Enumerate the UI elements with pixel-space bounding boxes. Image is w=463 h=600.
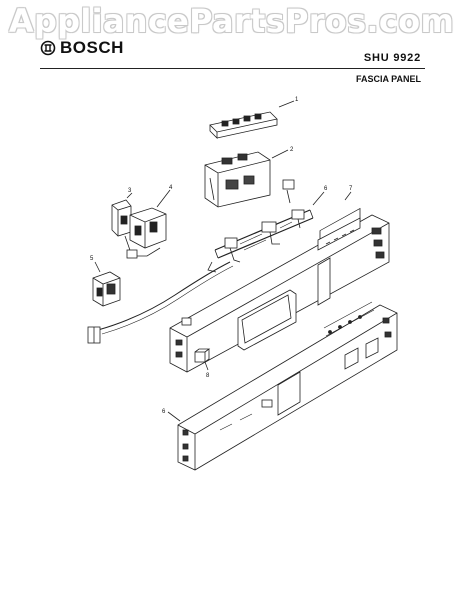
callout-5: 5	[90, 256, 94, 262]
callout-6: 6	[324, 186, 328, 192]
part-1-switch-cover	[209, 111, 278, 139]
part-4-switch-assembly	[124, 207, 167, 259]
callout-1: 1	[295, 97, 299, 103]
callout-4: 4	[169, 185, 173, 191]
callout-8: 8	[206, 373, 210, 379]
part-6-inner-panel	[177, 301, 398, 471]
part-5-relay	[92, 271, 121, 307]
watermark-text: AppliancePartsPros.com	[8, 2, 455, 40]
part-7-fascia-panel	[169, 207, 390, 373]
callout-7: 7	[349, 186, 353, 192]
brand-header: BOSCH	[40, 38, 124, 58]
callout-2: 2	[290, 147, 294, 153]
part-6-wiring-harness	[207, 209, 314, 273]
model-number: SHU 9922	[363, 52, 421, 64]
part-2-control-module	[204, 151, 271, 208]
header-divider	[40, 68, 425, 69]
part-3-bracket	[111, 199, 132, 237]
section-title: FASCIA PANEL	[355, 74, 421, 84]
brand-name: BOSCH	[60, 38, 124, 57]
part-8-clip	[194, 348, 211, 363]
bosch-logo-icon	[40, 40, 56, 56]
callout-6-lower: 6	[162, 409, 166, 415]
callout-3: 3	[128, 188, 132, 194]
